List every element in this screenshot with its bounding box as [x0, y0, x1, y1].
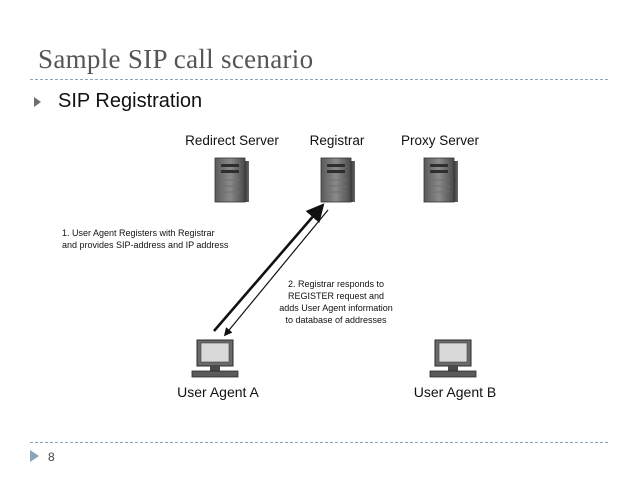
registrar-response-arrow: [223, 209, 329, 337]
registrar-label: Registrar: [310, 133, 365, 148]
bullet-arrow-icon: [34, 97, 41, 107]
registrar-server-icon: [320, 157, 355, 203]
redirect-server-icon: [214, 157, 249, 203]
page-number: 8: [48, 450, 55, 464]
footer-divider: [30, 442, 608, 443]
user-agent-a-computer-icon: [191, 339, 239, 378]
user-agent-b-label: User Agent B: [414, 384, 497, 400]
step1-line1: 1. User Agent Registers with Registrar: [62, 228, 215, 238]
title-divider: [30, 79, 608, 80]
user-agent-b-computer-icon: [429, 339, 477, 378]
register-request-arrow: [213, 203, 325, 332]
step1-line2: and provides SIP-address and IP address: [62, 240, 229, 250]
slide-title: Sample SIP call scenario: [38, 44, 314, 74]
proxy-server-label: Proxy Server: [401, 133, 480, 148]
step2-line1: 2. Registrar responds to: [288, 279, 384, 289]
proxy-server-icon: [423, 157, 458, 203]
redirect-server-label: Redirect Server: [185, 133, 279, 148]
step2-line3: adds User Agent information: [279, 303, 393, 313]
step2-line4: to database of addresses: [285, 315, 387, 325]
footer-arrow-icon: [30, 450, 39, 462]
bullet-text: SIP Registration: [58, 90, 203, 112]
step2-line2: REGISTER request and: [288, 291, 384, 301]
user-agent-a-label: User Agent A: [177, 384, 259, 400]
